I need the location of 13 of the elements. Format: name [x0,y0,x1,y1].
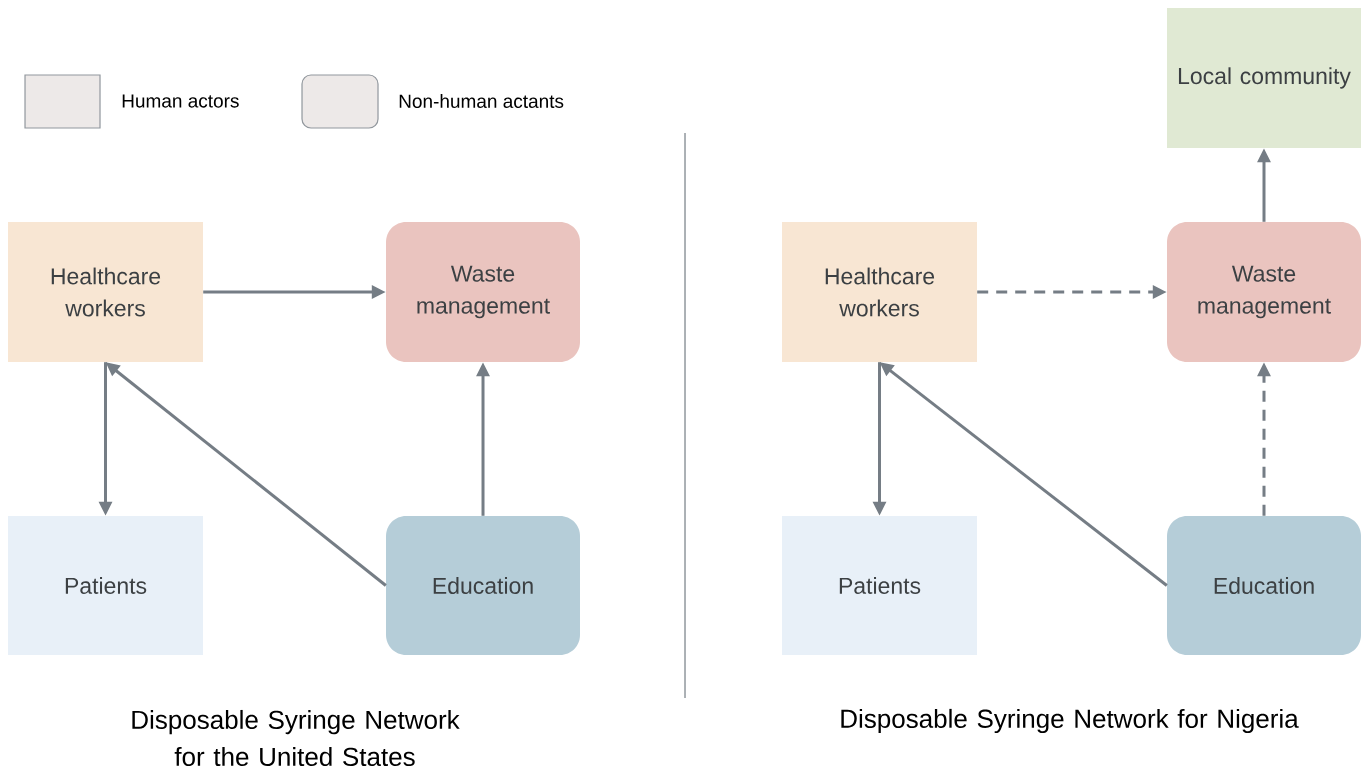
legend-label: Non-human actants [399,94,564,108]
caption: Disposable Syringe Network for the United States [132,709,460,767]
box: Healthcare workers [782,222,977,362]
rounded-box: Education [1167,516,1361,655]
box: Healthcare workers [8,222,203,362]
box: Patients [8,516,203,655]
box: Local community [1167,8,1361,148]
rounded-box: Waste management [1167,222,1361,362]
rounded-box: Waste management [386,222,580,362]
caption: Disposable Syringe Network for Nigeria [841,708,1299,734]
legend-label: Human actors [122,94,239,108]
rounded-box: Education [386,516,580,655]
box: Patients [782,516,977,655]
